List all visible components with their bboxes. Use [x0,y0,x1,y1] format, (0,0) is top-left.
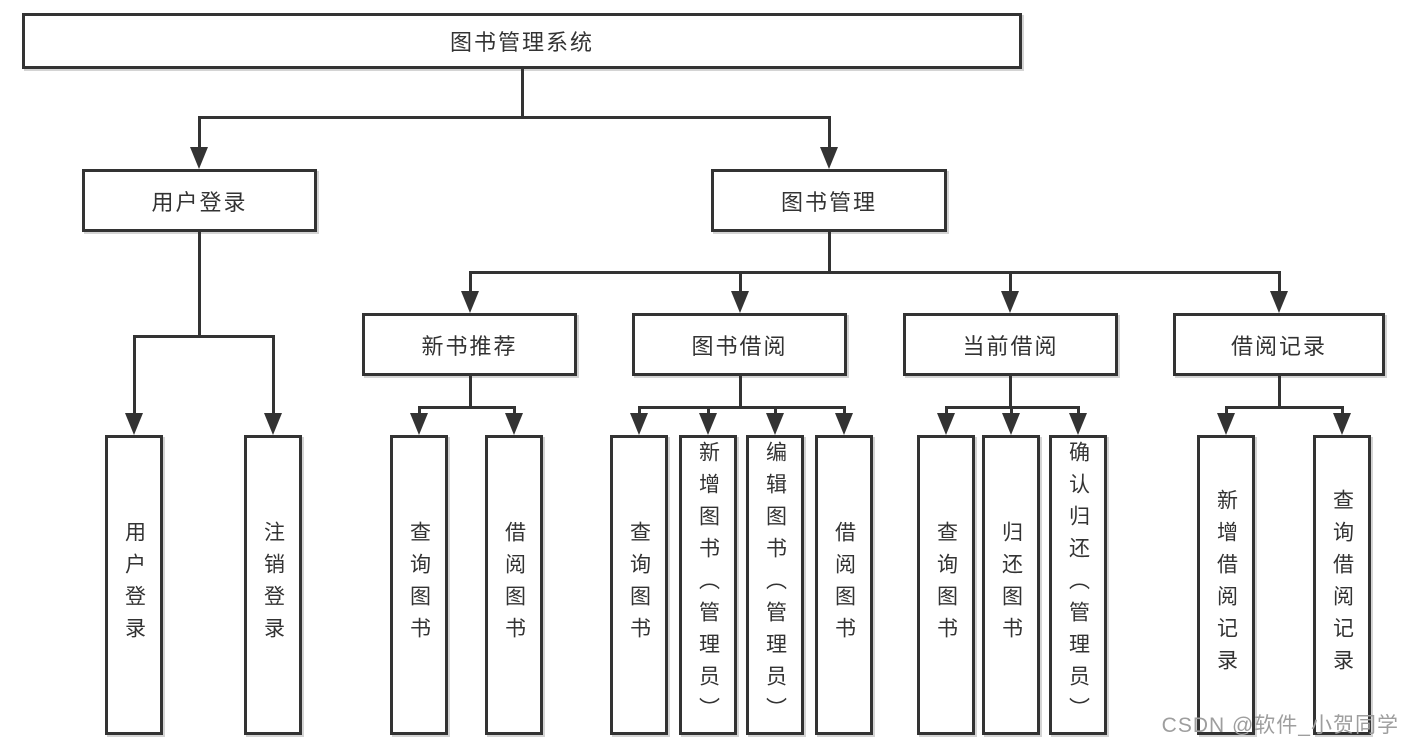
arrow-down-icon [766,413,784,435]
watermark: CSDN @软件_小贺同学 [1161,714,1399,737]
connector-line [512,407,516,415]
connector-line [520,69,524,117]
connector-line [738,376,742,407]
arrow-down-icon [1069,413,1087,435]
connector-line [637,407,641,415]
connector-line [1277,376,1281,407]
connector-line [1009,407,1013,415]
connector-line [637,405,846,409]
connector-line [1008,376,1012,407]
arrow-down-icon [835,413,853,435]
node-book-borrow: 图书借阅 [632,313,847,376]
connector-line [1224,405,1344,409]
connector-line [773,407,777,415]
arrow-down-icon [1270,291,1288,313]
arrow-down-icon [699,413,717,435]
node-leaf-br-query-record: 查询借阅记录 [1313,435,1371,735]
arrow-down-icon [731,291,749,313]
connector-line [197,115,831,119]
arrow-down-icon [1333,413,1351,435]
node-leaf-cb-query-books: 查询图书 [917,435,975,735]
connector-line [468,272,472,293]
node-borrow-records: 借阅记录 [1173,313,1385,376]
node-leaf-cb-return-books: 归还图书 [982,435,1040,735]
connector-line [132,336,136,415]
connector-line [468,270,1281,274]
connector-line [417,405,516,409]
connector-line [417,407,421,415]
connector-line [827,232,831,272]
connector-line [1340,407,1344,415]
arrow-down-icon [410,413,428,435]
connector-line [738,272,742,293]
connector-line [1224,407,1228,415]
node-leaf-bb-edit-books-admin: 编辑图书（管理员） [746,435,804,735]
node-leaf-nb-borrow-books: 借阅图书 [485,435,543,735]
connector-line [842,407,846,415]
connector-line [827,117,831,149]
arrow-down-icon [505,413,523,435]
node-root: 图书管理系统 [22,13,1022,69]
connector-line [1076,407,1080,415]
node-current-borrow: 当前借阅 [903,313,1118,376]
connector-line [197,117,201,149]
node-leaf-logout: 注销登录 [244,435,302,735]
node-leaf-br-add-record: 新增借阅记录 [1197,435,1255,735]
connector-line [468,376,472,407]
arrow-down-icon [1217,413,1235,435]
node-leaf-bb-add-books-admin: 新增图书（管理员） [679,435,737,735]
connector-line [1277,272,1281,293]
arrow-down-icon [630,413,648,435]
node-leaf-bb-borrow-books: 借阅图书 [815,435,873,735]
connector-line [132,334,275,338]
node-book-management: 图书管理 [711,169,947,232]
node-user-login: 用户登录 [82,169,317,232]
arrow-down-icon [125,413,143,435]
connector-line [944,407,948,415]
node-new-book-recommend: 新书推荐 [362,313,577,376]
arrow-down-icon [937,413,955,435]
node-leaf-user-login: 用户登录 [105,435,163,735]
node-leaf-cb-confirm-return-admin: 确认归还（管理员） [1049,435,1107,735]
connector-line [706,407,710,415]
connector-line [271,336,275,415]
arrow-down-icon [461,291,479,313]
connector-line [197,232,201,336]
arrow-down-icon [1001,291,1019,313]
arrow-down-icon [190,147,208,169]
node-leaf-nb-query-books: 查询图书 [390,435,448,735]
arrow-down-icon [1002,413,1020,435]
arrow-down-icon [264,413,282,435]
connector-line [1008,272,1012,293]
arrow-down-icon [820,147,838,169]
node-leaf-bb-query-books: 查询图书 [610,435,668,735]
